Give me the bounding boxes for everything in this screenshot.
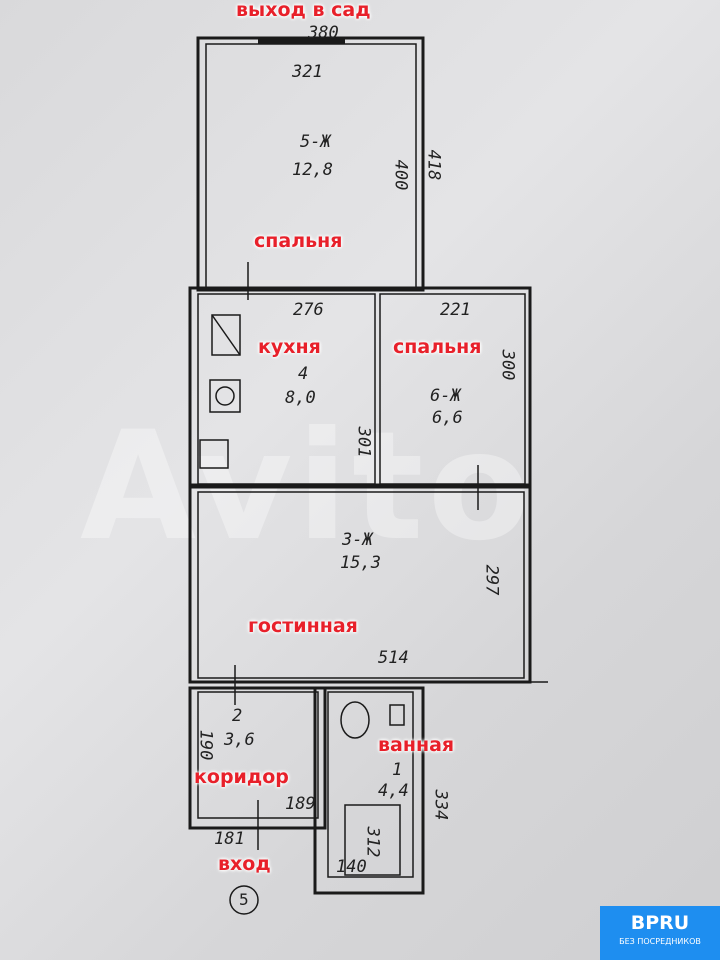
dim-bath-width: 140: [336, 857, 367, 877]
room1-area: 4,4: [378, 781, 409, 801]
label-bedroom-top: спальня: [254, 230, 343, 252]
dim-top-outer: 380: [308, 23, 339, 43]
dim-kitchen-depth: 301: [353, 426, 374, 458]
apartment-number: 5: [239, 890, 249, 909]
dim-living-width: 514: [378, 648, 409, 668]
room6-number: 6-Ж: [430, 386, 461, 406]
badge-subtitle: БЕЗ ПОСРЕДНИКОВ: [619, 937, 701, 946]
walls: [188, 36, 548, 895]
room2-number: 2: [232, 706, 243, 726]
room5-area: 12,8: [292, 160, 333, 180]
dim-kitchen-width: 276: [293, 300, 324, 320]
room4-area: 8,0: [285, 388, 316, 408]
room3-area: 15,3: [340, 553, 381, 573]
room5-number: 5-Ж: [300, 132, 331, 152]
room2-area: 3,6: [224, 730, 255, 750]
label-living-room: гостинная: [248, 615, 358, 637]
room4-number: 4: [298, 364, 309, 384]
dim-bathtub: 312: [362, 826, 383, 858]
label-bedroom-right: спальня: [393, 336, 482, 358]
dim-top-inner: 321: [292, 62, 323, 82]
dim-living-depth: 297: [481, 564, 502, 596]
dim-corridor-depth: 190: [195, 729, 216, 761]
label-kitchen: кухня: [258, 336, 321, 358]
dim-corridor-width: 189: [285, 794, 316, 814]
room6-area: 6,6: [432, 408, 463, 428]
label-bathroom: ванная: [378, 734, 455, 756]
room3-number: 3-Ж: [342, 530, 373, 550]
dim-bedroom6-width: 221: [440, 300, 471, 320]
label-garden-exit: выход в сад: [236, 0, 371, 21]
bpru-badge[interactable]: BPRU БЕЗ ПОСРЕДНИКОВ: [600, 906, 720, 960]
dim-bedroom6-depth: 300: [497, 349, 518, 381]
label-entrance: вход: [218, 853, 271, 875]
dim-bath-depth: 334: [430, 789, 451, 821]
dim-r5-inner: 400: [390, 159, 411, 191]
badge-title: BPRU: [630, 912, 690, 934]
apartment-number-circle: [229, 885, 259, 915]
dim-r5-outer: 418: [423, 149, 444, 181]
dim-entrance-width: 181: [214, 829, 245, 849]
room1-number: 1: [392, 760, 403, 780]
label-corridor: коридор: [194, 766, 289, 788]
